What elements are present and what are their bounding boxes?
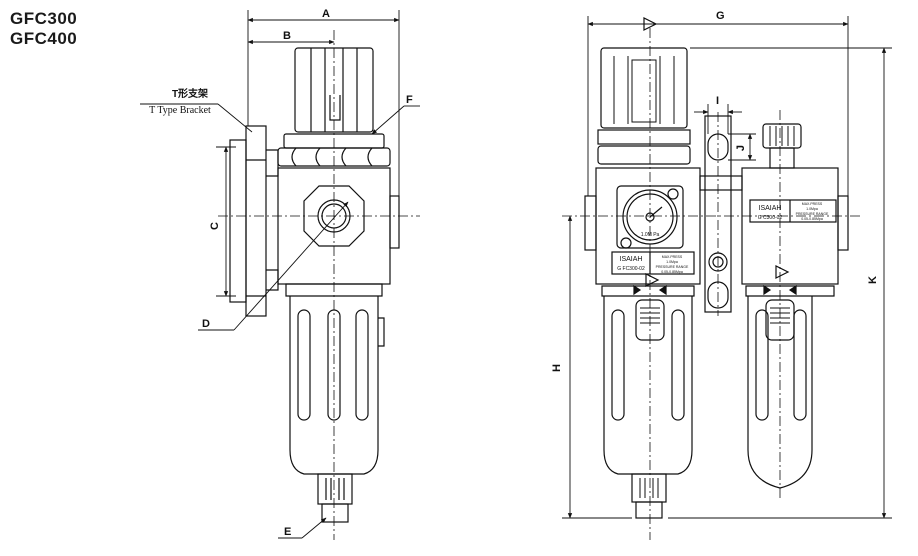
right-frl-assembly [584, 17, 849, 519]
dim-label-a: A [322, 8, 330, 20]
regulator-spec-2: 1.0Mpa [666, 260, 678, 264]
lubricator-spec-3: PRESSURE RANGE [796, 212, 829, 216]
right-drain-valve [631, 473, 667, 503]
right-lock-ring-lower [597, 145, 691, 165]
lubricator-spec-4: 0.05-0.85Mpa [801, 217, 823, 221]
right-bowl-collar [601, 285, 695, 297]
lubricator-window-2 [793, 309, 807, 421]
lubricator-bowl-collar [745, 285, 835, 297]
lubricator-cap-ribs [769, 126, 795, 146]
bracket-label-cn: T形支架 [172, 87, 208, 100]
bowl-window-right [355, 309, 369, 421]
lubricator-spec-1: MAX.PRESS [802, 202, 823, 206]
model-name-2: GFC400 [10, 29, 78, 48]
dim-label-g: G [716, 10, 725, 22]
right-regulator-knob [600, 47, 688, 129]
dim-label-c: C [209, 222, 221, 230]
right-lock-ring-upper [597, 129, 691, 145]
right-bowl-window-1 [611, 309, 625, 421]
outlet-port-boss-right [837, 195, 849, 251]
lubricator-brand: ISAIAH [759, 205, 782, 212]
regulator-spec-3: PRESSURE RANGE [656, 265, 689, 269]
lubricator-neck [769, 147, 795, 169]
bowl-lock-lever [378, 317, 385, 347]
knob-grip-lines [613, 56, 675, 124]
right-centerlines [562, 28, 862, 540]
gauge-unit: 1.0M Pa [641, 232, 660, 238]
right-dimensions [562, 16, 892, 519]
dim-label-d: D [202, 318, 210, 330]
left-filter-regulator-view [229, 47, 400, 523]
inlet-port-boss [584, 195, 597, 251]
dim-label-h: H [551, 364, 563, 372]
bracket-label-en: T Type Bracket [149, 105, 211, 116]
dim-label-j: J [735, 145, 747, 151]
regulator-spec-1: MAX.PRESS [662, 255, 683, 259]
lubricator-spec-2: 1.0Mpa [806, 207, 818, 211]
right-drain-ribs [639, 478, 659, 498]
lubricator-body [741, 167, 839, 285]
dim-label-f: F [406, 94, 413, 106]
regulator-model: G FC300-02 [617, 266, 645, 272]
right-drain-cap [635, 501, 663, 519]
regulator-label-plate [611, 251, 695, 275]
flow-arrow-lubricator [775, 265, 790, 279]
regulator-spec-4: 0.05-0.85Mpa [661, 270, 683, 274]
dim-label-b: B [283, 30, 291, 42]
drain-valve [317, 473, 353, 523]
port-octagon [303, 185, 365, 247]
dim-label-i: I [716, 95, 719, 107]
outlet-port-boss [389, 195, 400, 249]
flow-arrow-regulator [645, 273, 660, 287]
left-centerlines [218, 30, 420, 540]
bowl-window-left [297, 309, 311, 421]
lubricator-window-1 [755, 309, 769, 421]
model-name-1: GFC300 [10, 9, 78, 28]
t-type-bracket [229, 125, 279, 317]
right-bowl-window-2 [671, 309, 685, 421]
regulator-brand: ISAIAH [620, 256, 643, 263]
dim-label-e: E [284, 526, 291, 538]
dim-label-k: K [867, 276, 879, 284]
bowl-collar [285, 283, 383, 297]
lubricator-model: G C300-02 [758, 215, 783, 221]
left-dimensions [140, 10, 420, 539]
lubricator-label-plate [749, 199, 837, 223]
